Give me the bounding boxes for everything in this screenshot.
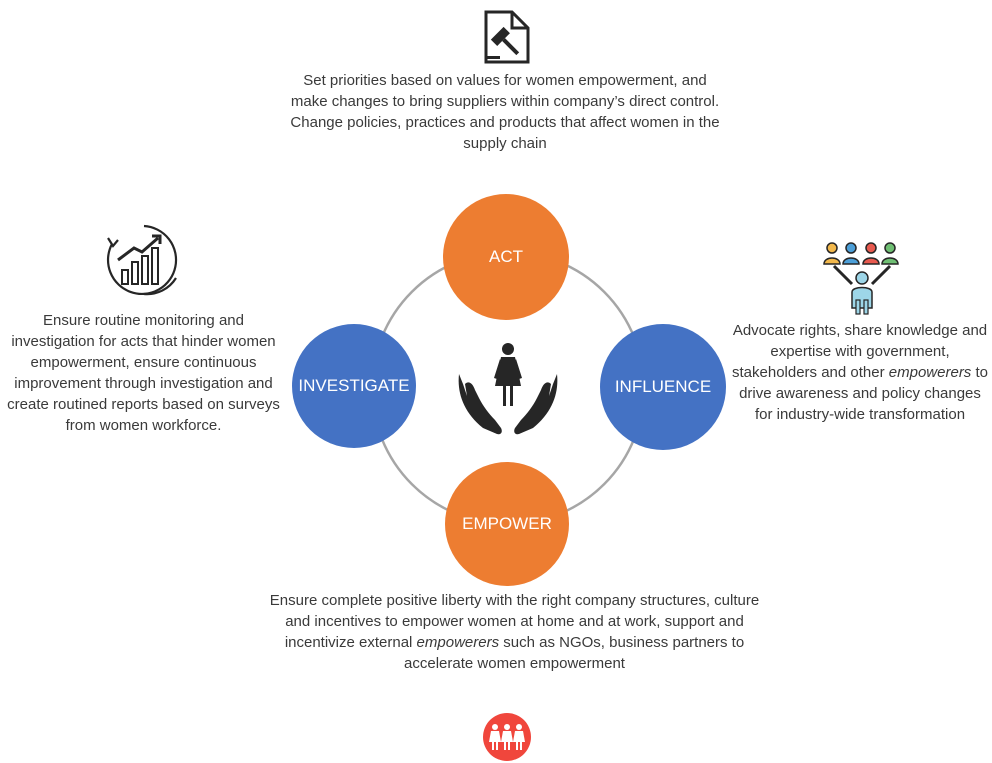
women-group-icon — [483, 713, 531, 761]
growth-chart-icon — [106, 224, 178, 296]
influence-description: Advocate rights, share knowledge and exp… — [729, 320, 991, 425]
influence-node: INFLUENCE — [600, 324, 726, 450]
act-node: ACT — [443, 194, 569, 320]
empower-text-part1: Ensure complete positive liberty with th… — [269, 592, 760, 651]
people-group-leader-icon — [823, 242, 899, 315]
influence-text-part2: to drive awareness and policy changes fo… — [739, 364, 988, 423]
influence-text-emphasis: empowerers — [888, 364, 972, 381]
empower-text-part2: such as NGOs, business partners to accel… — [404, 634, 745, 672]
act-label: ACT — [489, 247, 523, 266]
document-gavel-icon — [484, 10, 530, 64]
empower-node: EMPOWER — [445, 462, 569, 586]
investigate-node: INVESTIGATE — [292, 324, 416, 448]
influence-text-part1: Advocate rights, share knowledge and exp… — [732, 322, 988, 381]
empower-label: EMPOWER — [462, 514, 552, 533]
investigate-description: Ensure routine monitoring and investigat… — [7, 312, 280, 434]
woman-in-hands-icon — [458, 343, 558, 435]
influence-label: INFLUENCE — [614, 377, 712, 396]
empower-text-emphasis: empowerers — [416, 634, 500, 651]
investigate-label: INVESTIGATE — [298, 376, 410, 395]
empower-description: Ensure complete positive liberty with th… — [262, 590, 767, 674]
act-description: Set priorities based on values for women… — [290, 72, 720, 152]
